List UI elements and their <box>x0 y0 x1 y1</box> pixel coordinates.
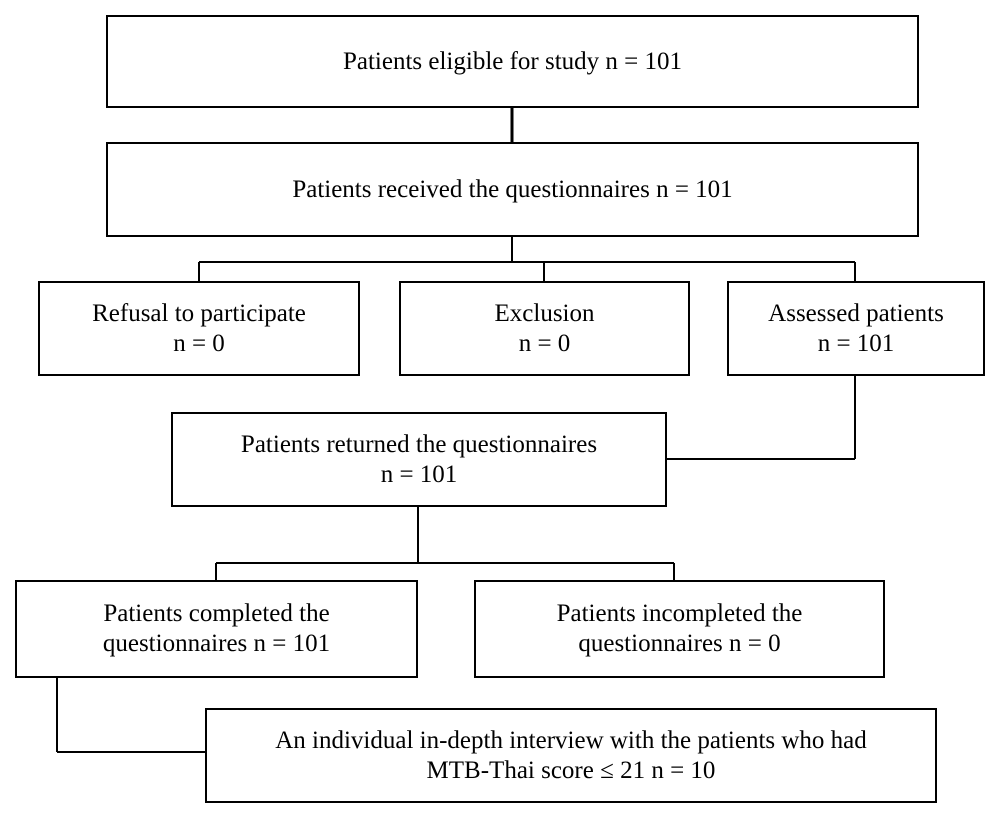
node-interview-line1: An individual in-depth interview with th… <box>275 726 867 754</box>
node-refusal: Refusal to participate n = 0 <box>38 281 360 376</box>
node-incompleted-line1: Patients incompleted the <box>556 600 803 627</box>
node-eligible-text: Patients eligible for study n = 101 <box>342 47 683 75</box>
node-exclusion-line2: n = 0 <box>518 329 571 357</box>
node-exclusion: Exclusion n = 0 <box>399 281 690 376</box>
node-received: Patients received the questionnaires n =… <box>106 142 919 237</box>
node-received-text: Patients received the questionnaires n =… <box>292 175 733 203</box>
node-completed-line2: questionnaires n = 101 <box>102 630 331 657</box>
node-assessed-line2: n = 101 <box>817 329 895 357</box>
node-refusal-line2: n = 0 <box>173 329 225 357</box>
node-eligible: Patients eligible for study n = 101 <box>106 15 919 108</box>
node-returned: Patients returned the questionnaires n =… <box>171 412 667 507</box>
node-interview: An individual in-depth interview with th… <box>205 708 937 803</box>
node-completed-line1: Patients completed the <box>103 600 330 627</box>
node-incompleted-line2: questionnaires n = 0 <box>578 630 781 657</box>
node-completed: Patients completed the questionnaires n … <box>15 580 418 678</box>
node-assessed-line1: Assessed patients <box>768 299 944 327</box>
node-returned-line2: n = 101 <box>380 460 458 488</box>
node-interview-line2: MTB-Thai score ≤ 21 n = 10 <box>426 756 716 784</box>
node-exclusion-line1: Exclusion <box>494 299 595 327</box>
node-refusal-line1: Refusal to participate <box>92 299 306 327</box>
node-returned-line1: Patients returned the questionnaires <box>240 430 598 458</box>
node-incompleted: Patients incompleted the questionnaires … <box>474 580 885 678</box>
node-assessed: Assessed patients n = 101 <box>727 281 985 376</box>
